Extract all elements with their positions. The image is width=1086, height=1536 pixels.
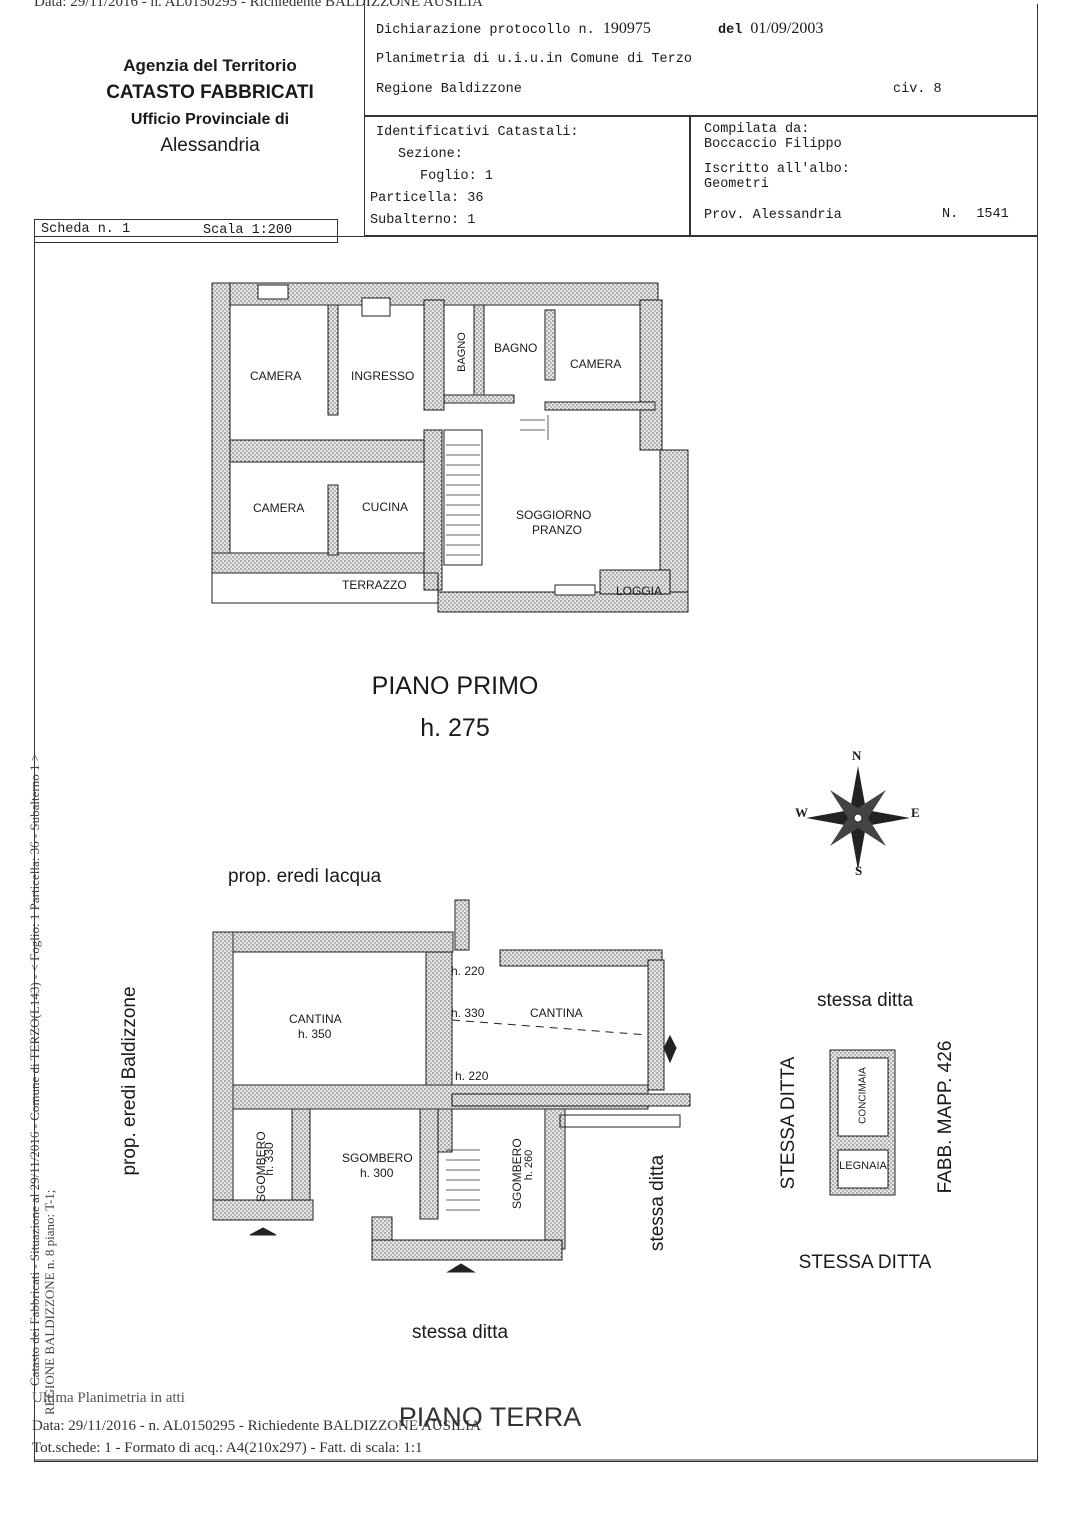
h330-cantina: h. 330 xyxy=(451,1006,485,1020)
neighbor-top: prop. eredi Iacqua xyxy=(228,866,382,887)
room-terrazzo: TERRAZZO xyxy=(342,578,407,592)
room-cantina-right: CANTINA xyxy=(530,1006,583,1020)
protocol-line: Dichiarazione protocollo n. 190975 xyxy=(376,20,651,38)
foglio: Foglio: 1 xyxy=(420,169,493,184)
compass-e: E xyxy=(911,805,920,820)
first-floor-title: PIANO PRIMO xyxy=(371,672,539,700)
compass-w: W xyxy=(795,805,808,820)
scheda-scale: Scala 1:200 xyxy=(203,223,293,238)
room-bagno-1: BAGNO xyxy=(456,332,468,372)
albo-label: Iscritto all'albo: xyxy=(704,162,850,177)
agency-name: Agenzia del Territorio xyxy=(123,56,297,75)
room-sgombero-mid: SGOMBERO xyxy=(342,1151,413,1165)
civ-line: civ. 8 xyxy=(893,82,942,97)
side-stamp-line1: Catasto dei Fabbricati - Situazione al 2… xyxy=(27,753,42,1386)
date-line: del 01/09/2003 xyxy=(718,20,823,38)
ground-floor-plan xyxy=(212,899,691,1273)
room-sgombero-mid-height: h. 300 xyxy=(360,1166,394,1180)
room-sgombero-right: SGOMBERO xyxy=(510,1138,524,1209)
first-floor-plan xyxy=(211,282,689,613)
plan-line: Planimetria di u.i.u.in Comune di Terzo xyxy=(376,52,692,67)
annex-stessa-ditta-bottom: STESSA DITTA xyxy=(798,1252,932,1273)
stessa-ditta-bottom: stessa ditta xyxy=(411,1322,509,1343)
identifiers: Identificativi Catastali: Sezione: Fogli… xyxy=(370,122,579,232)
sezione: Sezione: xyxy=(398,147,463,162)
registry-name: CATASTO FABBRICATI xyxy=(106,82,314,103)
compass-rose xyxy=(806,766,910,870)
protocol-label: Dichiarazione protocollo n. xyxy=(376,23,595,38)
compass-n: N xyxy=(852,748,862,763)
first-floor-height: h. 275 xyxy=(420,714,490,742)
civ-label: civ. xyxy=(893,82,926,97)
compiler-label: Compilata da: xyxy=(704,122,810,137)
footer-data: Data: 29/11/2016 - n. AL0150295 - Richie… xyxy=(32,1418,481,1434)
albo-number-value: 1541 xyxy=(976,207,1009,222)
h220-bottom: h. 220 xyxy=(455,1069,489,1083)
annex-stessa-ditta-top: stessa ditta xyxy=(816,990,914,1011)
room-cucina: CUCINA xyxy=(362,500,409,514)
annex-drawing xyxy=(829,1049,896,1196)
room-cantina-left: CANTINA xyxy=(289,1012,342,1026)
compiler: Compilata da: Boccaccio Filippo Iscritto… xyxy=(704,122,850,192)
annex-stessa-ditta-left: STESSA DITTA xyxy=(778,1056,799,1190)
agency-block: Agenzia del Territorio CATASTO FABBRICAT… xyxy=(70,54,350,160)
footer-last: Ultima Planimetria in atti xyxy=(32,1390,185,1406)
room-bagno-2: BAGNO xyxy=(494,341,538,355)
room-legnaia: LEGNAIA xyxy=(839,1160,887,1172)
room-concimaia: CONCIMAIA xyxy=(857,1067,869,1124)
annex-fabb-mapp: FABB. MAPP. 426 xyxy=(935,1040,956,1194)
side-stamp-line2: REGIONE BALDIZZONE n. 8 piano: T-1; xyxy=(42,1189,57,1415)
scheda-label: Scheda n. 1 xyxy=(41,222,131,237)
neighbor-left: prop. eredi Baldizzone xyxy=(119,986,140,1176)
room-sgombero-right-height: h. 260 xyxy=(523,1149,535,1181)
albo: Geometri xyxy=(704,177,769,192)
divider xyxy=(689,116,691,236)
room-camera-1: CAMERA xyxy=(250,369,302,383)
albo-number-label: N. xyxy=(942,207,959,222)
albo-number: N. 1541 xyxy=(942,207,1009,222)
room-pranzo: PRANZO xyxy=(532,523,583,537)
date-label: del xyxy=(718,23,743,38)
footer-tot: Tot.schede: 1 - Formato di acq.: A4(210x… xyxy=(32,1440,423,1456)
header-box xyxy=(364,4,1038,116)
stessa-ditta-rotated: stessa ditta xyxy=(647,1154,668,1252)
top-stamp: Data: 29/11/2016 - n. AL0150295 - Richie… xyxy=(34,0,483,10)
room-ingresso: INGRESSO xyxy=(351,369,415,383)
office-city: Alessandria xyxy=(160,135,260,156)
compass-s: S xyxy=(855,863,863,878)
civ-number: 8 xyxy=(933,82,942,97)
address: Regione Baldizzone xyxy=(376,82,522,97)
identifiers-box xyxy=(364,116,1038,236)
protocol-number: 190975 xyxy=(602,20,651,37)
identifiers-title: Identificativi Catastali: xyxy=(376,125,579,140)
scheda-box xyxy=(34,219,338,243)
room-cantina-left-height: h. 350 xyxy=(298,1027,332,1041)
prov: Prov. Alessandria xyxy=(704,208,842,223)
room-soggiorno: SOGGIORNO xyxy=(516,508,592,522)
h220-top: h. 220 xyxy=(451,964,485,978)
room-loggia: LOGGIA xyxy=(616,584,663,598)
particella: Particella: 36 xyxy=(370,191,484,206)
compiler-name: Boccaccio Filippo xyxy=(704,137,842,152)
subalterno: Subalterno: 1 xyxy=(370,213,476,228)
room-camera-3: CAMERA xyxy=(253,501,305,515)
room-camera-2: CAMERA xyxy=(570,357,622,371)
plan-frame xyxy=(34,236,1038,1462)
room-sgombero-left-height: h. 330 xyxy=(262,1142,276,1176)
protocol-date: 01/09/2003 xyxy=(750,20,824,37)
ground-floor-title: PIANO TERRA xyxy=(398,1402,582,1432)
office-name: Ufficio Provinciale di xyxy=(130,111,290,128)
